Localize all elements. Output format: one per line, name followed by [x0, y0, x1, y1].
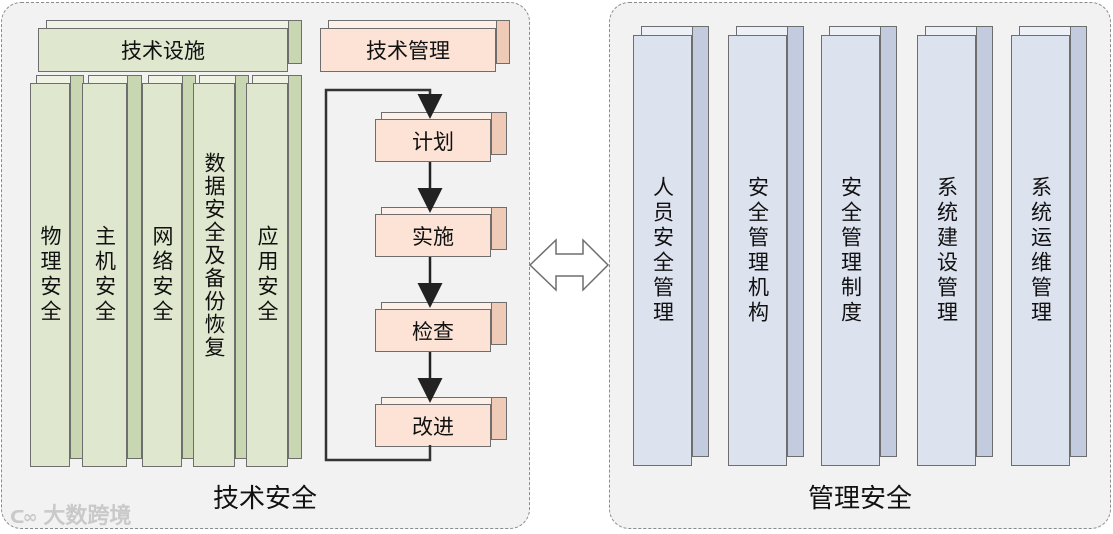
tech-management-label: 技术管理	[366, 39, 450, 63]
management-label: 系统运维管理	[1028, 176, 1053, 326]
management-column-operations: 系统运维管理	[1011, 26, 1087, 466]
facility-label: 主机安全	[92, 225, 117, 325]
facility-label: 网络安全	[150, 225, 174, 325]
management-column-construction: 系统建设管理	[917, 26, 993, 466]
cycle-step-plan: 计划	[375, 112, 507, 162]
tech-facilities-label: 技术设施	[121, 39, 205, 63]
cycle-step-label: 计划	[412, 129, 454, 154]
watermark-icon: ᑕ∞	[10, 507, 38, 528]
cycle-step-label: 检查	[412, 319, 454, 344]
facility-label: 物理安全	[38, 225, 62, 325]
watermark-logo: ᑕ∞ 大数跨境	[10, 498, 131, 530]
bidirectional-arrow	[528, 238, 610, 292]
management-column-policy: 安全管理制度	[821, 26, 897, 466]
management-column-organization: 安全管理机构	[728, 26, 804, 466]
facility-label: 数据安全及备份恢复	[202, 151, 226, 359]
facility-column-physical: 物理安全	[30, 75, 84, 467]
cycle-loop-line	[324, 88, 443, 462]
cycle-step-do: 实施	[375, 207, 507, 257]
cycle-step-check: 检查	[375, 302, 507, 352]
tech-management-header: 技术管理	[320, 20, 510, 72]
management-column-personnel: 人员安全管理	[633, 26, 709, 466]
facility-column-host: 主机安全	[82, 75, 142, 467]
tech-facilities-header: 技术设施	[38, 20, 302, 72]
management-label: 安全管理机构	[745, 176, 770, 326]
cycle-step-label: 改进	[412, 414, 454, 439]
management-label: 安全管理制度	[838, 176, 863, 326]
cycle-step-label: 实施	[412, 224, 454, 249]
facility-label: 应用安全	[255, 225, 279, 325]
facility-column-network: 网络安全	[142, 75, 196, 467]
management-security-title: 管理安全	[807, 484, 912, 514]
cycle-step-act: 改进	[375, 397, 507, 447]
management-label: 人员安全管理	[650, 176, 675, 326]
facility-column-application: 应用安全	[246, 75, 302, 467]
technical-security-title: 技术安全	[212, 484, 317, 514]
watermark-text: 大数跨境	[43, 504, 132, 529]
management-label: 系统建设管理	[934, 176, 959, 326]
